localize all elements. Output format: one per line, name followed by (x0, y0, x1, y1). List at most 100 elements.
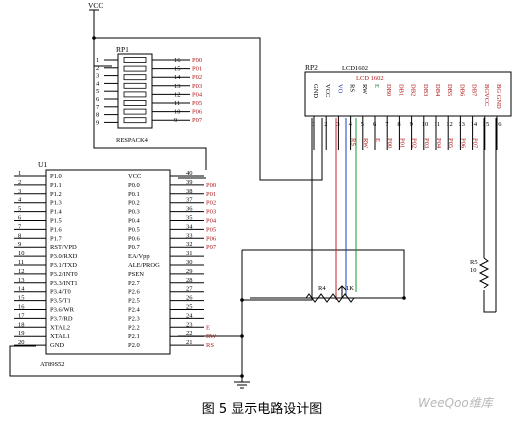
lcd-pin-name: RW (361, 84, 368, 95)
u1-right-pin-name: P2.3 (128, 315, 140, 322)
lcd-pin-number: 6 (373, 121, 377, 128)
u1-left-pin-number: 3 (18, 188, 21, 195)
u1-right-pin-number: 26 (186, 295, 193, 302)
u1-right-pin-name: P0.1 (128, 191, 140, 198)
r5-value: 10 (470, 267, 477, 274)
u1-left-pin-name: P3.3/INT1 (50, 280, 78, 287)
u1-net-label: RW (206, 333, 217, 340)
u1-left-pin-number: 16 (18, 304, 25, 311)
r4-wiper (337, 285, 347, 298)
lcd-pin-name: GND (312, 84, 319, 98)
u1-net-label: P03 (206, 209, 216, 216)
lcd-net-label: P07 (472, 138, 479, 149)
u1-left-pin-number: 8 (18, 232, 21, 239)
r4-resistor (305, 293, 355, 303)
u1-left-pin-name: P3.0/RXD (50, 253, 78, 260)
u1-body (45, 169, 171, 355)
u1-right-pin-number: 29 (186, 268, 193, 275)
u1-left-pin-number: 5 (18, 206, 21, 213)
rp1-resistor-element (123, 74, 147, 81)
u1-net-label: P01 (206, 191, 216, 198)
lcd-pin-number: 14 (471, 121, 478, 128)
u1-right-pin-name: P0.4 (128, 218, 140, 225)
lcd-pin-name: VCC (324, 84, 331, 97)
lcd-pin-name: DB2 (410, 84, 417, 96)
u1-right-pin-number: 23 (186, 321, 193, 328)
junction-dot (92, 36, 96, 40)
u1-left-pin-number: 2 (18, 179, 21, 186)
rp1-resistor-element (123, 65, 147, 72)
u1-left-pin-number: 6 (18, 215, 22, 222)
u1-right-pin-name: P0.6 (128, 235, 140, 242)
lcd-pin-name: E (373, 84, 380, 88)
u1-left-pin-name: P3.1/TXD (50, 262, 77, 269)
u1-right-pin-name: EA/Vpp (128, 253, 150, 260)
lcd-pin-number: 13 (458, 121, 465, 128)
u1-right-pin-number: 27 (186, 286, 193, 293)
vcc-rail-wire (93, 10, 207, 170)
u1-right-pin-number: 36 (186, 206, 193, 213)
rp1-left-pin-number: 6 (96, 96, 100, 103)
u1-right-pin-name: P2.6 (128, 289, 140, 296)
u1-left-pin-number: 14 (18, 286, 25, 293)
rp1-left-pin-number: 4 (96, 80, 100, 87)
u1-right-pin-name: P2.1 (128, 333, 140, 340)
rp1-resistor-element (123, 82, 147, 89)
lcd-pin-number: 16 (495, 121, 502, 128)
u1-right-pin-number: 24 (186, 312, 193, 319)
u1-left-pin-number: 19 (18, 330, 25, 337)
lcd-net-label: P06 (459, 138, 466, 149)
rp2-ref: RP2 (305, 63, 318, 72)
u1-right-pin-number: 35 (186, 215, 193, 222)
u1-left-pin-number: 17 (18, 312, 25, 319)
lcd-pin-number: 12 (446, 121, 453, 128)
u1-net-label: RS (206, 342, 214, 349)
u1-right-pin-number: 37 (186, 197, 193, 204)
figure-caption: 图 5 显示电路设计图 (201, 402, 323, 417)
rp1-ref: RP1 (116, 45, 129, 54)
u1-left-pin-name: RST/VPD (50, 244, 77, 251)
u1-right-pin-number: 28 (186, 277, 193, 284)
u1-right-pin-name: VCC (128, 173, 141, 180)
u1-left-pin-name: XTAL1 (50, 333, 70, 340)
u1-right-pin-name: P0.7 (128, 244, 140, 251)
lcd-net-label: P05 (447, 138, 454, 148)
lcd-pin-name: DB3 (422, 84, 429, 96)
u1-left-pin-name: P3.4/T0 (50, 289, 71, 296)
lcd-pin-number: 2 (324, 121, 327, 128)
r5-resistor (478, 257, 490, 289)
u1-left-pin-name: P1.4 (50, 209, 62, 216)
u1-right-pin-number: 33 (186, 232, 193, 239)
r4-ref: R4 (318, 285, 326, 292)
lcd-pin-name: DB5 (446, 84, 453, 96)
rp1-resistor-element (123, 108, 147, 115)
lcd-pin-number: 15 (483, 121, 490, 128)
u1-left-pin-name: GND (50, 342, 64, 349)
lcd-pin-name: DB4 (434, 84, 441, 97)
u1-gnd-wire (9, 345, 242, 377)
u1-left-pin-name: P1.6 (50, 226, 62, 233)
lcd-pin-number: 10 (422, 121, 429, 128)
u1-left-pin-name: P1.3 (50, 200, 62, 207)
u1-right-pin-name: P2.5 (128, 298, 140, 305)
lcd-pin-number: 1 (312, 121, 315, 128)
lcd-net-label: RW (362, 138, 369, 149)
u1-net-label: E (206, 324, 210, 331)
u1-left-pin-number: 10 (18, 250, 25, 257)
u1-right-pin-name: P2.4 (128, 307, 140, 314)
u1-net-label: P00 (206, 182, 216, 189)
u1-net-label: P07 (206, 244, 217, 251)
lcd-net-label: RS (350, 138, 357, 146)
lcd-pin-name: DB0 (385, 84, 392, 96)
u1-left-pin-name: P3.5/T1 (50, 298, 71, 305)
lcd-pin-number: 9 (410, 121, 413, 128)
u1-left-pin-name: P1.1 (50, 182, 62, 189)
lcd-pin-name: BG GND (495, 84, 502, 109)
rp1-left-pin-number: 8 (96, 112, 99, 119)
u1-right-pin-number: 21 (186, 339, 193, 346)
rp1-left-pin-number: 5 (96, 88, 99, 95)
u1-right-pin-number: 39 (186, 179, 193, 186)
lcd-pin-number: 5 (361, 121, 364, 128)
u1-net-label: P04 (206, 218, 217, 225)
